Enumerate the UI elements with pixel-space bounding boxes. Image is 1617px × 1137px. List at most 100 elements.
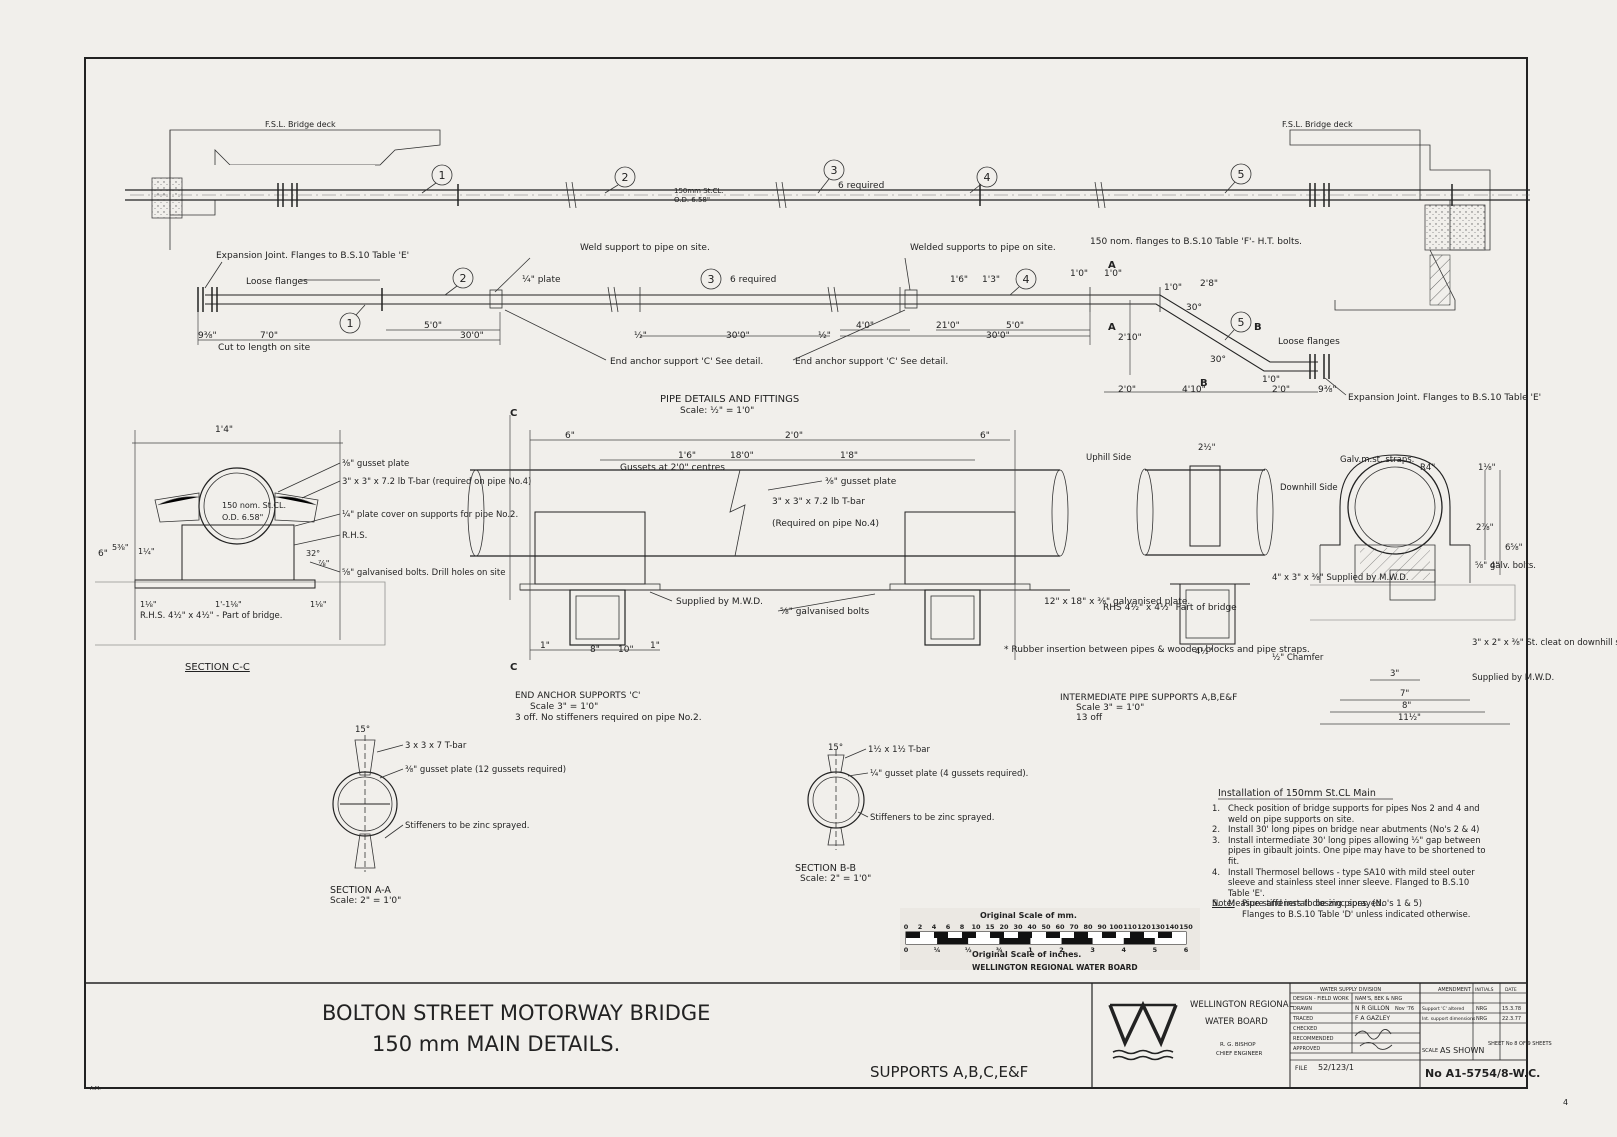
scale-inch-segment — [968, 938, 1000, 944]
cc-note: R.H.S. 4½" x 4½" - Part of bridge. — [140, 611, 282, 621]
balloon-4: 4 — [984, 171, 991, 184]
section-mark-c: C — [510, 408, 517, 419]
scale-inch-tick: 5 — [1153, 946, 1158, 954]
section-marks: A A B B — [1108, 260, 1262, 389]
pd-dim: ½" — [818, 331, 831, 341]
installation-notes: Installation of 150mm St.CL Main — [1218, 788, 1393, 800]
scale-mm-segment — [1158, 932, 1172, 938]
scale-mm-segment — [906, 932, 920, 938]
int-dim: 2⅞" — [1476, 523, 1494, 533]
title-line-2: 150 mm MAIN DETAILS. — [372, 1032, 620, 1056]
ea-dim: 6" — [565, 431, 575, 441]
supports-subtitle: SUPPORTS A,B,C,E&F — [870, 1063, 1028, 1081]
scale-inch-segment — [1061, 938, 1093, 944]
scale-inch-segment — [906, 938, 938, 944]
cc-dim: 5⅜" — [112, 543, 129, 552]
pd-dim: 1'0" — [1070, 269, 1088, 279]
pd-dim: 7'0" — [260, 331, 278, 341]
row-label: CHECKED — [1293, 1026, 1317, 1032]
scale-mm-tick: 50 — [1041, 923, 1051, 931]
ea-dim: 10" — [618, 645, 634, 655]
row-date: Nov '76 — [1395, 1006, 1414, 1012]
ea-dim: 6" — [980, 431, 990, 441]
scale-mm-tick: 30 — [1013, 923, 1023, 931]
pd-balloon-2: 2 — [460, 272, 467, 285]
step-text: Install 30' long pipes on bridge near ab… — [1228, 824, 1480, 835]
pd-dim: 1'3" — [982, 275, 1000, 285]
amendment-header: AMENDMENT — [1438, 987, 1472, 993]
ea-dim: 1" — [540, 641, 550, 651]
scale-mm-segment — [1130, 932, 1144, 938]
ea-dim: 18'0" — [730, 451, 754, 461]
step-text: Measure and install closing pipes. (No's… — [1228, 898, 1422, 909]
scale-mm-segment — [1004, 932, 1018, 938]
cc-dim: ⅞" — [318, 559, 329, 568]
scale-mm-segment — [1018, 932, 1032, 938]
section-bb-scale: Scale: 2" = 1'0" — [800, 874, 871, 884]
initials-mark: A.M. — [90, 1086, 101, 1092]
ea-dim: 1'6" — [678, 451, 696, 461]
pd-dimensions: 9⅜" 7'0" 5'0" 30'0" ½" 30'0" ½" 4'0" 21'… — [198, 269, 1337, 395]
cc-dim: 1⅛" — [140, 600, 157, 609]
step-text: Install intermediate 30' long pipes allo… — [1228, 834, 1486, 866]
scale-inch-segment — [1092, 938, 1124, 944]
pd-dim: 2'0" — [1118, 385, 1136, 395]
ea-gussets: Gussets at 2'0" centres — [620, 463, 725, 473]
scale-inch-segment — [999, 938, 1031, 944]
ea-rhs: RHS 4½" x 4½" Part of bridge — [1103, 603, 1237, 613]
scale-mm-tick: 70 — [1069, 923, 1079, 931]
scale-mm-segment — [1046, 932, 1060, 938]
row-value: NAM'S, BEK & NRG — [1355, 996, 1402, 1002]
balloon-5: 5 — [1238, 168, 1245, 181]
scale-mm-segment — [976, 932, 990, 938]
row-value: N R GILLON — [1355, 1005, 1390, 1012]
cc-note: ⅜" gusset plate — [342, 459, 409, 469]
row-label: DESIGN - FIELD WORK — [1293, 996, 1349, 1002]
pd-balloon-3: 3 — [708, 273, 715, 286]
scale-mm-segment — [990, 932, 1004, 938]
int-supplied: Supplied by M.W.D. — [1472, 673, 1554, 683]
ea-tbar: 3" x 3" x 7.2 lb T-bar — [772, 497, 865, 507]
pd-dim: 30'0" — [460, 331, 484, 341]
scale-mm-tick: 15 — [985, 923, 995, 931]
note-line: Pipe stiffeners to be zinc sprayed. — [1242, 898, 1384, 908]
scale-mm-segment — [1116, 932, 1130, 938]
scale-mm-segment — [1032, 932, 1046, 938]
bb-tbar: 1½ x 1½ T-bar — [868, 745, 931, 755]
pd-dim: ½" — [634, 331, 647, 341]
row-label: RECOMMENDED — [1293, 1036, 1334, 1042]
pd-dim: 2'8" — [1200, 279, 1218, 289]
section-mark: A — [1108, 322, 1116, 333]
plate-note: ¼" plate — [522, 275, 561, 285]
end-anchor-scale: Scale 3" = 1'0" — [530, 702, 598, 712]
step-no: 3. — [1212, 834, 1220, 845]
division-label: WATER SUPPLY DIVISION — [1320, 987, 1381, 993]
six-required-top: 6 required — [838, 181, 884, 191]
scale-mm-segment — [948, 932, 962, 938]
loose-flanges-left: Loose flanges — [246, 277, 308, 287]
ea-tbar-req: (Required on pipe No.4) — [772, 519, 879, 529]
ea-plate: 12" x 18" x ⅜" galvanised plate. — [1044, 597, 1190, 607]
pd-dim: 9⅜" — [1318, 385, 1337, 395]
scale-mm-title: Original Scale of mm. — [980, 911, 1077, 920]
intermediate-scale: Scale 3" = 1'0" — [1076, 703, 1144, 713]
amend-initials: NRG — [1476, 1016, 1487, 1022]
scale-mm-tick: 40 — [1027, 923, 1037, 931]
int-dim: 6⅝" — [1505, 543, 1523, 553]
signature — [1354, 1029, 1393, 1050]
pd-dim: 9⅜" — [198, 331, 217, 341]
scale-mm-tick: 0 — [904, 923, 909, 931]
title-line-1: BOLTON STREET MOTORWAY BRIDGE — [322, 1001, 710, 1025]
corner-mark: 4 — [1563, 1098, 1568, 1107]
drawing-border — [84, 57, 1528, 1089]
scale-mm-segment — [920, 932, 934, 938]
int-dim: 3" — [1390, 669, 1399, 679]
section-cc: 1'4" 6" 5⅜" 1¼" 32° 1⅛" 1'-1⅛" 1⅛" ⅞" 15… — [95, 425, 531, 673]
pd-dim: 21'0" — [936, 321, 960, 331]
pd-dim: 5'0" — [1006, 321, 1024, 331]
int-uphill: Uphill Side — [1086, 453, 1131, 463]
int-straps: Galv.m.st. straps. — [1340, 455, 1414, 465]
section-aa: 15° 3 x 3 x 7 T-bar ⅜" gusset plate (12 … — [330, 725, 566, 906]
intermediate-title: INTERMEDIATE PIPE SUPPORTS A,B,E&F — [1060, 693, 1237, 703]
scale-mm-tick: 2 — [918, 923, 923, 931]
